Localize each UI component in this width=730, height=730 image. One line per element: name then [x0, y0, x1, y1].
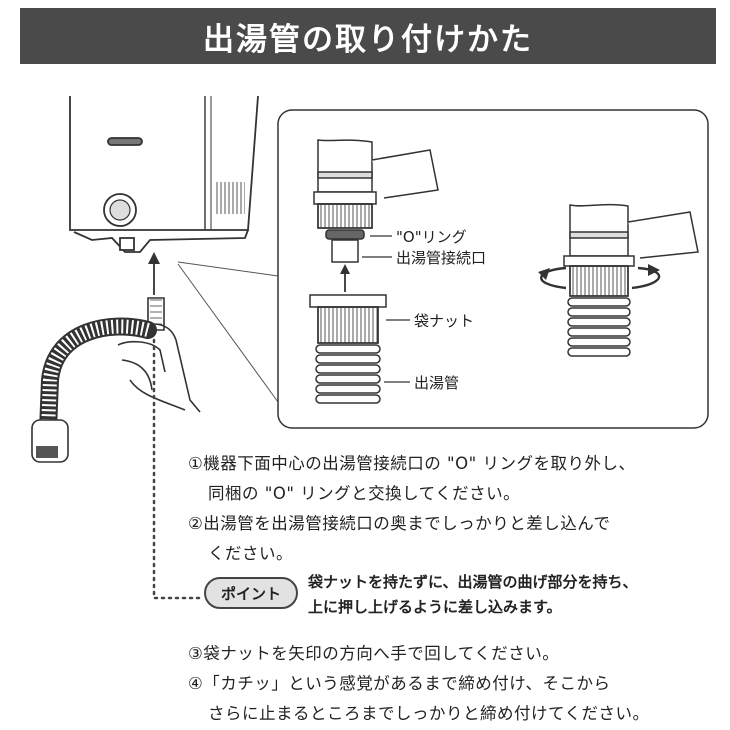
hand-holding-hose	[117, 297, 201, 413]
label-outlet: 出湯管接続口	[396, 249, 487, 267]
point-line-2: 上に押し上げるように差し込みます。	[308, 598, 562, 616]
point-line-1: 袋ナットを持たずに、出湯管の曲げ部分を持ち、	[308, 573, 638, 591]
title-banner: 出湯管の取り付けかた	[20, 8, 716, 64]
rotation-arrow	[538, 264, 661, 290]
label-o-ring: "O"リング	[396, 228, 467, 246]
step-1-line-2: 同梱の "O" リングと交換してください。	[208, 484, 521, 503]
flexible-hose	[31, 317, 157, 463]
label-pipe: 出湯管	[414, 374, 460, 392]
label-nut: 袋ナット	[414, 312, 475, 330]
page-title: 出湯管の取り付けかた	[203, 21, 533, 58]
step-4-line-1: ④「カチッ」という感覚があるまで締め付け、そこから	[188, 674, 611, 693]
water-heater-unit	[69, 95, 259, 253]
step-2-line-2: ください。	[208, 544, 293, 563]
insert-arrow	[148, 252, 160, 295]
point-badge-label: ポイント	[220, 584, 281, 603]
callout-lines	[177, 261, 279, 403]
step-2-line-1: ②出湯管を出湯管接続口の奥までしっかりと差し込んで	[188, 514, 611, 533]
outlet-exploded-view	[309, 139, 439, 404]
step-4-line-2: さらに止まるところまでしっかりと締め付けてください。	[208, 704, 650, 723]
detail-box	[277, 109, 709, 429]
point-badge: ポイント	[204, 577, 298, 609]
step-1-line-1: ①機器下面中心の出湯管接続口の "O" リングを取り外し、	[188, 454, 636, 473]
point-leader	[152, 338, 202, 600]
step-3-line-1: ③袋ナットを矢印の方向へ手で回してください。	[188, 644, 560, 663]
label-leaders	[362, 235, 410, 383]
outlet-assembled-view	[563, 203, 699, 357]
